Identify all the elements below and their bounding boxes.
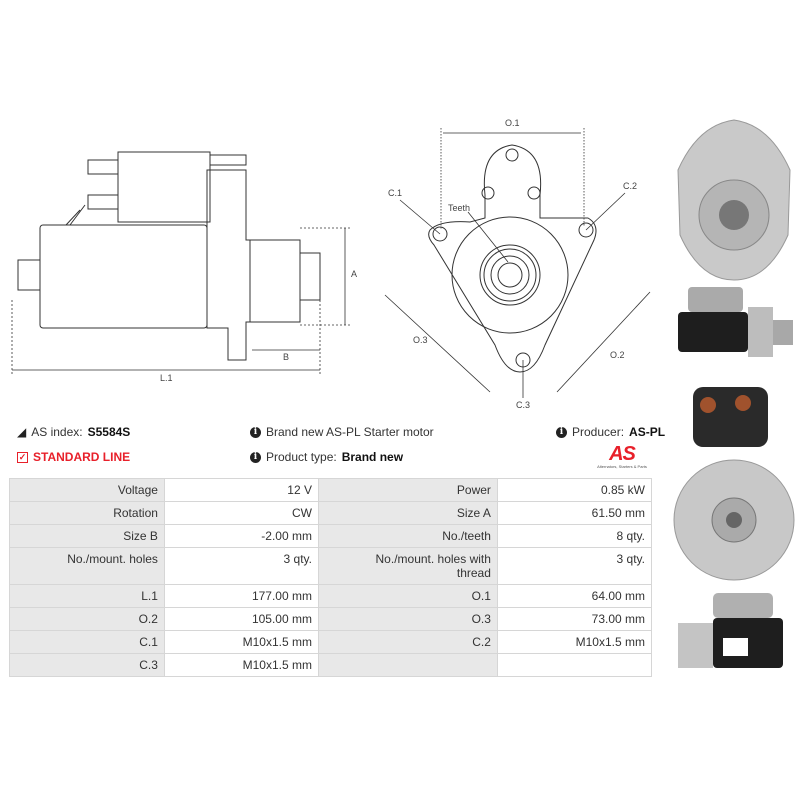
spec-label xyxy=(317,653,498,677)
spec-label: Size A xyxy=(317,501,498,525)
dim-o3-label: O.3 xyxy=(413,335,428,345)
spec-value: 61.50 mm xyxy=(496,501,653,525)
description: i Brand new AS-PL Starter motor xyxy=(250,425,434,439)
tag-icon: ◢ xyxy=(17,425,27,439)
spec-label: C.3 xyxy=(9,653,165,677)
producer: i Producer: AS-PL xyxy=(556,425,665,439)
dim-a-label: A xyxy=(351,269,357,279)
dim-c1-label: C.1 xyxy=(388,188,402,198)
as-index-value: S5584S xyxy=(87,425,131,439)
spec-label: Rotation xyxy=(9,501,165,525)
teeth-label: Teeth xyxy=(448,203,470,213)
spec-value: M10x1.5 mm xyxy=(496,630,653,654)
info-icon: i xyxy=(250,451,261,463)
spec-value xyxy=(496,653,653,677)
spec-value: -2.00 mm xyxy=(163,524,319,548)
dim-o2-label: O.2 xyxy=(610,350,625,360)
spec-label: L.1 xyxy=(9,584,165,608)
as-pl-logo: AS Alternators, Starters & Parts xyxy=(588,444,656,469)
spec-label: No./mount. holes with thread xyxy=(317,547,498,585)
info-icon: i xyxy=(250,426,261,438)
spec-label: No./mount. holes xyxy=(9,547,165,585)
spec-value: 177.00 mm xyxy=(163,584,319,608)
spec-label: C.1 xyxy=(9,630,165,654)
product-photo-rear xyxy=(673,387,795,581)
dim-o1-label: O.1 xyxy=(505,118,520,128)
info-icon: i xyxy=(556,426,567,438)
spec-value: 73.00 mm xyxy=(496,607,653,631)
spec-value: 0.85 kW xyxy=(496,478,653,502)
spec-label: O.1 xyxy=(317,584,498,608)
standard-line-badge: ✓ STANDARD LINE xyxy=(17,450,130,464)
product-photo-side xyxy=(678,287,793,357)
spec-value: 64.00 mm xyxy=(496,584,653,608)
logo-tagline: Alternators, Starters & Parts xyxy=(597,464,647,469)
side-view-drawing: L.1 A B xyxy=(11,151,357,383)
spec-label: O.2 xyxy=(9,607,165,631)
front-view-drawing: O.1 C.1 C.2 Teeth O.3 O.2 C.3 xyxy=(384,118,651,410)
product-photo-front xyxy=(677,119,791,281)
spec-label: C.2 xyxy=(317,630,498,654)
spec-value: 3 qty. xyxy=(163,547,319,585)
dim-c2-label: C.2 xyxy=(623,181,637,191)
as-index-label: AS index: xyxy=(31,425,83,439)
spec-value: 3 qty. xyxy=(496,547,653,585)
spec-value: M10x1.5 mm xyxy=(163,653,319,677)
dim-b-label: B xyxy=(283,352,289,362)
as-index: ◢ AS index: S5584S xyxy=(17,425,130,439)
spec-label: No./teeth xyxy=(317,524,498,548)
spec-value: 12 V xyxy=(163,478,319,502)
standard-line-label: STANDARD LINE xyxy=(33,450,131,464)
dim-l1-label: L.1 xyxy=(160,373,173,383)
product-photo-angle xyxy=(678,593,783,668)
product-type-label: Product type: xyxy=(266,450,337,464)
dim-c3-label: C.3 xyxy=(516,400,530,410)
product-type: i Product type: Brand new xyxy=(250,450,403,464)
spec-label: Voltage xyxy=(9,478,165,502)
spec-value: CW xyxy=(163,501,319,525)
spec-label: O.3 xyxy=(317,607,498,631)
spec-value: 8 qty. xyxy=(496,524,653,548)
spec-value: 105.00 mm xyxy=(163,607,319,631)
checkbox-icon: ✓ xyxy=(17,451,28,463)
description-text: Brand new AS-PL Starter motor xyxy=(266,425,434,439)
producer-value: AS-PL xyxy=(629,425,666,439)
producer-label: Producer: xyxy=(572,425,625,439)
spec-value: M10x1.5 mm xyxy=(163,630,319,654)
spec-label: Size B xyxy=(9,524,165,548)
product-type-value: Brand new xyxy=(341,450,404,464)
logo-mark: AS xyxy=(609,443,636,465)
spec-label: Power xyxy=(317,478,498,502)
